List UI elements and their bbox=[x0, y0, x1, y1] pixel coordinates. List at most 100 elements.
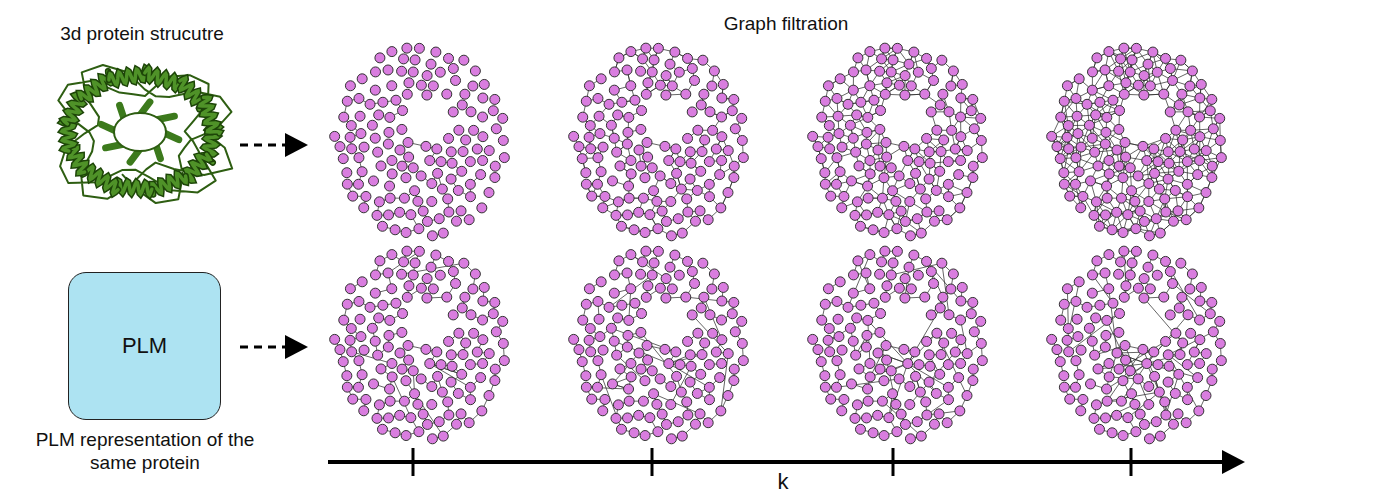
graph-node bbox=[954, 373, 964, 383]
graph-node bbox=[904, 262, 914, 272]
graph-node bbox=[865, 81, 875, 91]
graph-node bbox=[968, 94, 978, 104]
graph-node bbox=[374, 110, 384, 120]
graph-node bbox=[948, 66, 958, 76]
graph-node bbox=[499, 153, 509, 163]
graph-node bbox=[916, 228, 926, 238]
graph-node bbox=[956, 296, 966, 306]
graph-node bbox=[401, 376, 411, 386]
graph-node bbox=[342, 96, 352, 106]
graph-node bbox=[354, 153, 364, 163]
graph-node bbox=[673, 214, 683, 224]
graph-node bbox=[649, 389, 659, 399]
barrel-hole bbox=[114, 113, 166, 151]
graph-node bbox=[447, 361, 457, 371]
graph-node bbox=[383, 65, 393, 75]
graph-node bbox=[931, 388, 941, 398]
graph-node bbox=[465, 382, 475, 392]
graph-node bbox=[608, 176, 618, 186]
graph-node bbox=[595, 332, 605, 342]
graph-node bbox=[402, 292, 412, 302]
graph-node bbox=[881, 340, 891, 350]
graph-node bbox=[911, 371, 921, 381]
graph-node bbox=[820, 96, 830, 106]
graph-node bbox=[877, 193, 887, 203]
helix bbox=[117, 181, 152, 195]
graph-node bbox=[465, 157, 475, 167]
graph-node bbox=[729, 161, 739, 171]
graph-node bbox=[931, 185, 941, 195]
graph-node bbox=[426, 59, 436, 69]
graph-node bbox=[936, 350, 946, 360]
graph-node bbox=[955, 406, 965, 416]
graph-node bbox=[848, 133, 858, 143]
graph-node bbox=[847, 176, 857, 186]
graph-node bbox=[686, 361, 696, 371]
graph-node bbox=[457, 303, 467, 313]
graph-node bbox=[339, 112, 349, 122]
graph-node bbox=[357, 167, 367, 177]
graph-node bbox=[737, 113, 747, 123]
graph-node bbox=[478, 93, 488, 103]
graph-node bbox=[397, 161, 407, 171]
graph-node bbox=[671, 347, 681, 357]
graph-node bbox=[673, 417, 683, 427]
graph-edge bbox=[848, 255, 870, 308]
graph-node bbox=[339, 315, 349, 325]
graph-node bbox=[626, 155, 636, 165]
graph-node bbox=[956, 112, 966, 122]
graph-node bbox=[421, 344, 431, 354]
graph-node bbox=[422, 293, 432, 303]
graph-edge bbox=[406, 381, 443, 436]
graph-node bbox=[947, 328, 957, 338]
graph-node bbox=[498, 338, 508, 348]
graph-node bbox=[490, 161, 500, 171]
graph-node bbox=[491, 327, 501, 337]
graph-node bbox=[456, 409, 466, 419]
graph-node bbox=[367, 323, 377, 333]
graph-node bbox=[587, 191, 597, 201]
graph-node bbox=[378, 300, 388, 310]
graph-node bbox=[653, 246, 663, 256]
graph-node bbox=[661, 216, 671, 226]
graph-node bbox=[446, 350, 456, 360]
graph-node bbox=[577, 357, 587, 367]
graph-node bbox=[428, 284, 438, 294]
graph-node bbox=[395, 207, 405, 217]
graph-node bbox=[634, 145, 644, 155]
graph-node bbox=[427, 434, 437, 444]
graph-node bbox=[833, 111, 843, 121]
graph-node bbox=[587, 394, 597, 404]
graph-node bbox=[626, 81, 636, 91]
graph-node bbox=[401, 431, 411, 441]
graph-node bbox=[956, 93, 966, 103]
graph-node bbox=[666, 400, 676, 410]
graph-node bbox=[638, 396, 648, 406]
helix bbox=[109, 68, 147, 85]
graph-node bbox=[416, 80, 426, 90]
graph-node bbox=[477, 406, 487, 416]
graph-node bbox=[922, 410, 932, 420]
graph-node bbox=[387, 358, 397, 368]
graph-node bbox=[437, 387, 447, 397]
graph-node bbox=[622, 139, 632, 149]
graph-node bbox=[448, 107, 458, 117]
helix bbox=[145, 68, 181, 89]
graph-node bbox=[843, 99, 853, 109]
graph-node bbox=[637, 106, 647, 116]
graph-node bbox=[969, 124, 979, 134]
graph-node bbox=[647, 67, 657, 77]
graph-node bbox=[581, 168, 591, 178]
graph-node bbox=[459, 55, 469, 65]
graph-node bbox=[850, 413, 860, 423]
graph-node bbox=[640, 431, 650, 441]
graph-node bbox=[863, 384, 873, 394]
graph-node bbox=[604, 99, 614, 109]
graph-node bbox=[661, 71, 671, 81]
graph-node bbox=[685, 174, 695, 184]
graph-node bbox=[697, 147, 707, 157]
graph-node bbox=[466, 107, 476, 117]
graph-node bbox=[861, 139, 871, 149]
graph-node bbox=[357, 74, 367, 84]
graph-node bbox=[922, 53, 932, 63]
